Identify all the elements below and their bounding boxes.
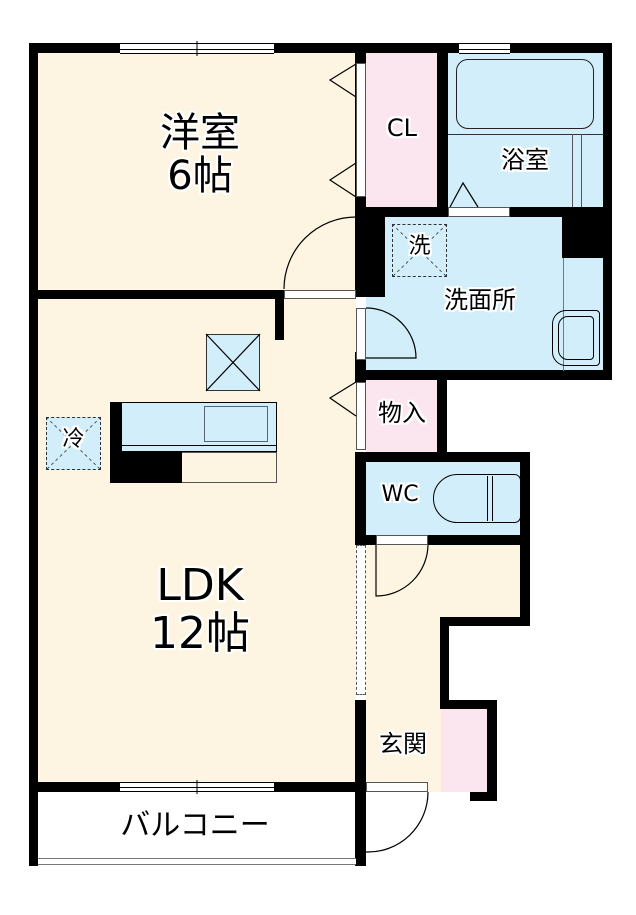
balcony-label: バルコニー <box>120 808 270 843</box>
ldk-label: LDK 12帖 <box>150 560 250 659</box>
wall-genkan-right <box>487 700 497 801</box>
bathroom-shelf <box>572 134 582 207</box>
wall-western-ldk <box>29 290 284 299</box>
wall-washroom-bottom <box>355 370 612 380</box>
ldk <box>38 298 356 783</box>
bath-door-triangle-icon <box>449 181 479 208</box>
window-bathroom <box>459 43 510 54</box>
bathtub <box>456 59 594 129</box>
storage-fold-door-icon <box>328 381 357 417</box>
door-opening-washroom <box>356 308 366 360</box>
wall-closet-bath <box>437 43 448 217</box>
washroom-label: 洗面所 <box>444 286 516 314</box>
wall-wc-top <box>355 452 530 462</box>
closet-fold-door-icon <box>328 63 357 98</box>
balcony-rail <box>38 858 356 865</box>
closet <box>366 53 438 207</box>
wall-genkan-bottom <box>470 792 497 801</box>
closet-fold-door-icon-2 <box>328 162 357 198</box>
wall-washroom-notch <box>562 217 612 258</box>
kitchen-counter <box>121 402 277 452</box>
door-swing-wc-icon <box>375 544 429 597</box>
toilet-bowl <box>433 474 521 523</box>
kitchen-counter-wall <box>110 402 121 483</box>
bathroom-label: 浴室 <box>501 146 549 174</box>
wall-genkan-top <box>440 700 497 709</box>
kitchen-counter-block <box>110 452 182 483</box>
vanity-bowl <box>558 316 594 360</box>
door-opening-storage <box>356 382 366 450</box>
balcony <box>38 792 356 858</box>
closet-label: CL <box>386 114 418 142</box>
door-swing-western-icon <box>283 216 357 290</box>
western-room-label: 洋室 6帖 <box>160 110 240 200</box>
wall-central-vertical-3 <box>355 352 366 382</box>
wall-hall-step <box>440 617 530 626</box>
shoe-closet <box>441 708 488 792</box>
door-opening-bath <box>448 207 510 217</box>
kitchen-counter-edge <box>121 445 277 446</box>
door-swing-genkan-icon <box>365 791 429 853</box>
wall-wc-bottom <box>355 535 530 545</box>
storage <box>366 380 438 452</box>
outer-wall-left <box>29 43 38 866</box>
sliding-door-hall <box>356 545 366 695</box>
vanity-basin <box>552 310 600 366</box>
storage-label: 物入 <box>378 399 426 427</box>
door-opening-wc <box>376 535 428 545</box>
toilet-tank-line <box>487 476 493 521</box>
toilet-label: WC <box>381 482 419 507</box>
entry-hall <box>366 545 521 617</box>
wall-central-vertical-2 <box>355 207 385 297</box>
refrigerator-label: 冷 <box>62 427 85 452</box>
door-opening-western <box>284 290 356 299</box>
entry-hall-lower <box>366 617 441 792</box>
western-room <box>38 53 356 291</box>
kitchen-sink <box>204 406 268 442</box>
wall-storage-right <box>437 370 447 462</box>
wall-stub <box>275 290 284 340</box>
bathroom <box>448 53 604 208</box>
wall-central-vertical-4 <box>355 452 366 544</box>
wall-balcony-right <box>355 782 366 866</box>
door-opening-closet <box>356 63 366 197</box>
washing-machine-label: 洗 <box>408 234 431 259</box>
entrance-label: 玄関 <box>379 730 427 758</box>
door-opening-genkan <box>366 782 428 792</box>
bathtub-divider <box>448 134 604 135</box>
wall-hall-step-vertical <box>440 617 449 709</box>
door-swing-washroom-icon <box>365 307 417 359</box>
